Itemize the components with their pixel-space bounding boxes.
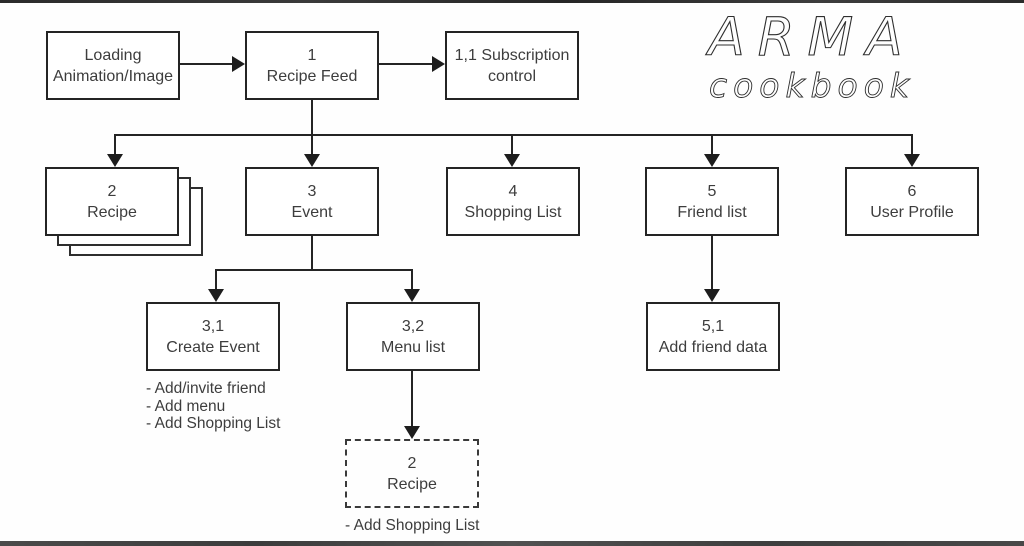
connector-loading-to-feed xyxy=(180,63,233,65)
node-label: Recipe Feed xyxy=(266,67,358,85)
node-label: Recipe xyxy=(387,475,437,493)
node-label: 1,1 Subscription xyxy=(454,46,570,64)
arrowhead-down-create-event xyxy=(208,289,224,302)
note-line: - Add Shopping List xyxy=(345,517,480,534)
node-number: 5 xyxy=(707,182,717,200)
note-line: - Add menu xyxy=(146,397,226,415)
bottom-edge-artifact xyxy=(0,541,1024,546)
connector-drop-shopping xyxy=(511,134,513,155)
connector-drop-event xyxy=(311,134,313,155)
node-friend-list: 5 Friend list xyxy=(645,167,779,236)
connector-event-trunk xyxy=(311,236,313,271)
arrowhead-down-menu-list xyxy=(404,289,420,302)
node-label: Shopping List xyxy=(464,203,562,221)
node-subscription-control: 1,1 Subscription control xyxy=(445,31,579,100)
connector-menu-to-recipe xyxy=(411,371,413,427)
node-recipe: 2 Recipe xyxy=(45,167,179,236)
node-user-profile: 6 User Profile xyxy=(845,167,979,236)
create-event-notes: - Add/invite friend - Add menu - Add Sho… xyxy=(146,380,280,433)
node-number: 2 xyxy=(407,454,417,472)
node-number: 3,1 xyxy=(201,317,225,335)
node-label: Animation/Image xyxy=(52,67,174,85)
arrowhead-down-friend xyxy=(704,154,720,167)
node-label: Event xyxy=(291,203,333,221)
connector-drop-friend xyxy=(711,134,713,155)
node-label: control xyxy=(487,67,537,85)
connector-feed-to-subscription xyxy=(379,63,432,65)
connector-drop-create-event xyxy=(215,269,217,290)
node-number: 6 xyxy=(907,182,917,200)
brand-subtitle: cookbook xyxy=(708,66,916,105)
node-recipe-dashed: 2 Recipe xyxy=(345,439,479,508)
connector-friend-to-data xyxy=(711,236,713,290)
node-create-event: 3,1 Create Event xyxy=(146,302,280,371)
connector-drop-recipe xyxy=(114,134,116,155)
brand-name: ARMA xyxy=(708,7,916,68)
node-number: 4 xyxy=(508,182,518,200)
node-label: Loading xyxy=(84,46,142,64)
node-add-friend-data: 5,1 Add friend data xyxy=(646,302,780,371)
note-line: - Add/invite friend xyxy=(146,380,266,397)
connector-feed-trunk xyxy=(311,100,313,136)
arrowhead-down-event xyxy=(304,154,320,167)
top-edge-artifact xyxy=(0,0,1024,3)
node-label: Create Event xyxy=(166,338,260,356)
node-label: Add friend data xyxy=(658,338,768,356)
node-label: Friend list xyxy=(677,203,747,221)
connector-distribution-line xyxy=(114,134,913,136)
node-shopping-list: 4 Shopping List xyxy=(446,167,580,236)
node-menu-list: 3,2 Menu list xyxy=(346,302,480,371)
node-loading-animation: Loading Animation/Image xyxy=(46,31,180,100)
arrowhead-right-feed xyxy=(232,56,245,72)
arrowhead-down-recipe xyxy=(107,154,123,167)
node-number: 2 xyxy=(107,182,117,200)
recipe-dashed-note: - Add Shopping List xyxy=(345,517,479,535)
arrowhead-down-profile xyxy=(904,154,920,167)
note-line: - Add Shopping List xyxy=(146,415,281,432)
node-recipe-feed: 1 Recipe Feed xyxy=(245,31,379,100)
brand-logo: ARMA cookbook xyxy=(706,7,918,105)
connector-drop-menu-list xyxy=(411,269,413,290)
connector-drop-profile xyxy=(911,134,913,155)
arrowhead-down-shopping xyxy=(504,154,520,167)
node-number: 1 xyxy=(307,46,317,64)
arrowhead-down-add-friend-data xyxy=(704,289,720,302)
arrowhead-right-subscription xyxy=(432,56,445,72)
node-label: Menu list xyxy=(380,338,446,356)
arrowhead-down-recipe-dashed xyxy=(404,426,420,439)
node-number: 3,2 xyxy=(401,317,425,335)
node-number: 3 xyxy=(307,182,317,200)
node-label: User Profile xyxy=(870,203,954,221)
connector-event-branch-line xyxy=(215,269,413,271)
node-event: 3 Event xyxy=(245,167,379,236)
node-number: 5,1 xyxy=(701,317,725,335)
node-label: Recipe xyxy=(87,203,137,221)
